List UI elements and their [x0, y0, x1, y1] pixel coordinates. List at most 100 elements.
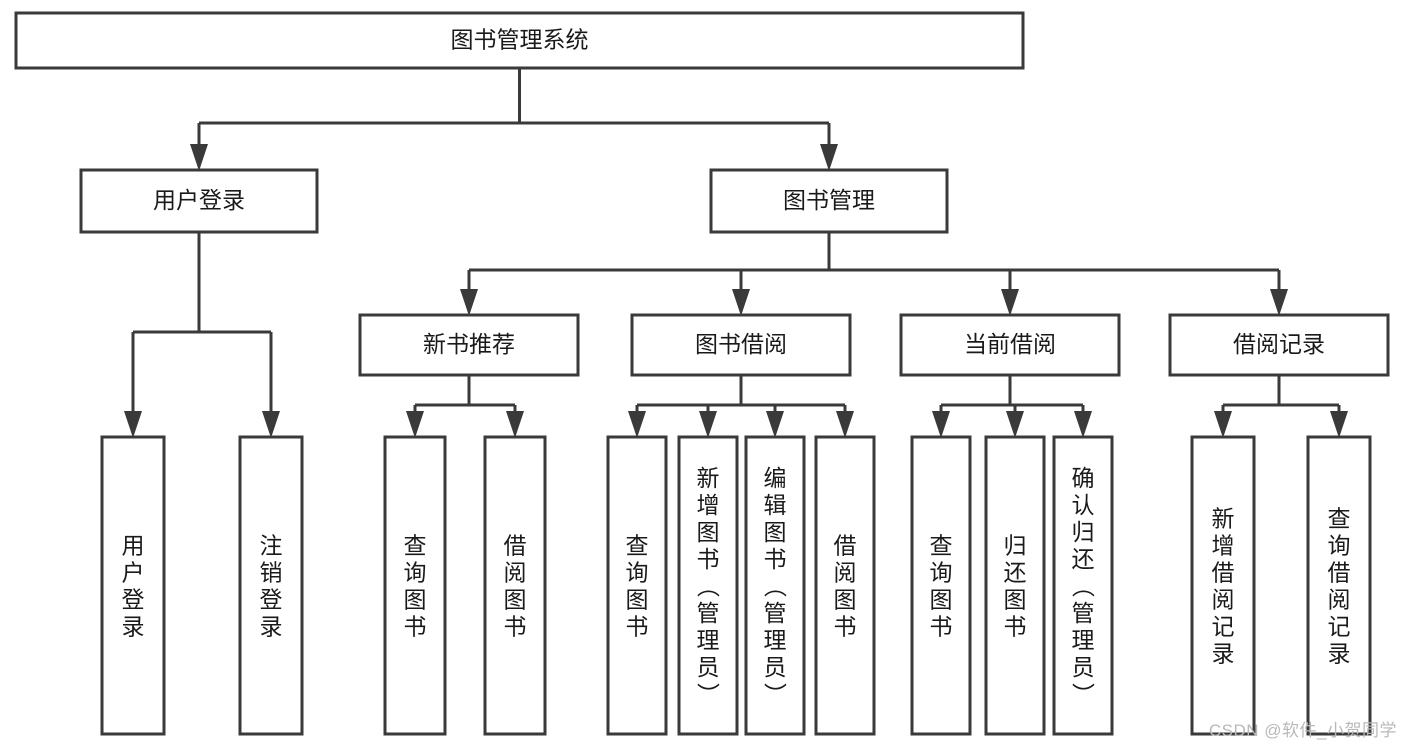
node-label: 借阅记录	[1233, 331, 1325, 357]
node-label-char: 录	[1328, 641, 1351, 667]
node-label-char: 书	[764, 546, 787, 572]
node-borrow[interactable]: 图书借阅	[630, 313, 852, 377]
node-label-char: 录	[122, 614, 145, 640]
node-box	[1168, 313, 1390, 377]
node-label-char: （	[695, 575, 721, 598]
node-box	[1306, 435, 1372, 736]
node-label-char: 借	[504, 533, 527, 559]
node-label-char: 销	[260, 560, 283, 586]
node-label-char: 图	[697, 519, 720, 545]
node-label-char: 注	[260, 533, 283, 559]
node-label-char: 询	[1328, 533, 1351, 559]
node-label-char: 编	[764, 465, 787, 491]
node-label-char: 增	[697, 492, 720, 518]
node-box	[899, 313, 1121, 377]
node-box	[744, 435, 806, 736]
node-leaf-user-login[interactable]: 用户登录	[100, 435, 166, 736]
node-bookmgmt[interactable]: 图书管理	[709, 168, 949, 234]
node-label-char: 录	[260, 614, 283, 640]
node-login[interactable]: 用户登录	[79, 168, 319, 234]
connector-group-root	[190, 68, 838, 171]
connector-group-borrow	[628, 375, 854, 438]
node-label-char: ）	[1070, 683, 1096, 706]
node-label-char: 书	[1004, 614, 1027, 640]
node-box	[358, 313, 580, 377]
node-box	[1052, 435, 1114, 736]
node-record[interactable]: 借阅记录	[1168, 313, 1390, 377]
node-label-char: 阅	[834, 560, 857, 586]
connector-group-record	[1214, 375, 1348, 438]
node-label-char: 询	[404, 560, 427, 586]
node-label-char: 阅	[504, 560, 527, 586]
node-label-char: （	[762, 575, 788, 598]
node-label-char: 员	[697, 654, 720, 680]
node-label-char: 查	[930, 533, 953, 559]
node-box	[910, 435, 972, 736]
node-label-char: 借	[834, 533, 857, 559]
node-label: 新书推荐	[423, 331, 515, 357]
node-box	[483, 435, 547, 736]
connector-group-current	[932, 375, 1092, 438]
node-label-char: 辑	[764, 492, 787, 518]
node-label-char: 图	[930, 587, 953, 613]
node-label-char: 借	[1328, 560, 1351, 586]
node-label-char: 记	[1212, 614, 1235, 640]
node-label-char: 书	[404, 614, 427, 640]
node-label-char: 阅	[1328, 587, 1351, 613]
node-label-char: 书	[697, 546, 720, 572]
node-label-char: 借	[1212, 560, 1235, 586]
node-label: 用户登录	[153, 187, 245, 213]
node-label-char: 阅	[1212, 587, 1235, 613]
connector-group-bookmgmt	[460, 232, 1288, 316]
node-label-char: 图	[626, 587, 649, 613]
node-box	[1190, 435, 1256, 736]
node-label-char: 增	[1212, 533, 1235, 559]
node-label: 图书管理	[783, 187, 875, 213]
node-label: 图书借阅	[695, 331, 787, 357]
node-root[interactable]: 图书管理系统	[14, 11, 1025, 70]
node-label-char: 用	[122, 533, 145, 559]
node-label-char: 管	[697, 600, 720, 626]
node-box	[14, 11, 1025, 70]
node-label-char: 还	[1072, 546, 1095, 572]
node-label-char: 还	[1004, 560, 1027, 586]
node-label-char: 员	[764, 654, 787, 680]
node-newbook[interactable]: 新书推荐	[358, 313, 580, 377]
node-label-char: 图	[1004, 587, 1027, 613]
node-box	[606, 435, 668, 736]
node-box	[383, 435, 447, 736]
node-current[interactable]: 当前借阅	[899, 313, 1121, 377]
node-box	[630, 313, 852, 377]
node-box	[814, 435, 876, 736]
node-label-char: 理	[1072, 627, 1095, 653]
connector-group-newbook	[406, 375, 524, 438]
node-label-char: ）	[695, 683, 721, 706]
node-label-char: 书	[930, 614, 953, 640]
node-label-char: 归	[1072, 519, 1095, 545]
node-box	[238, 435, 304, 736]
node-label-char: 图	[834, 587, 857, 613]
node-label-char: 理	[764, 627, 787, 653]
node-label-char: （	[1070, 575, 1096, 598]
node-label-char: 书	[504, 614, 527, 640]
node-box	[677, 435, 739, 736]
connector-group-login	[124, 232, 280, 438]
node-label-char: 归	[1004, 533, 1027, 559]
node-box	[984, 435, 1046, 736]
edges-layer	[124, 68, 1348, 438]
node-label-char: 理	[697, 627, 720, 653]
node-label-char: 录	[1212, 641, 1235, 667]
